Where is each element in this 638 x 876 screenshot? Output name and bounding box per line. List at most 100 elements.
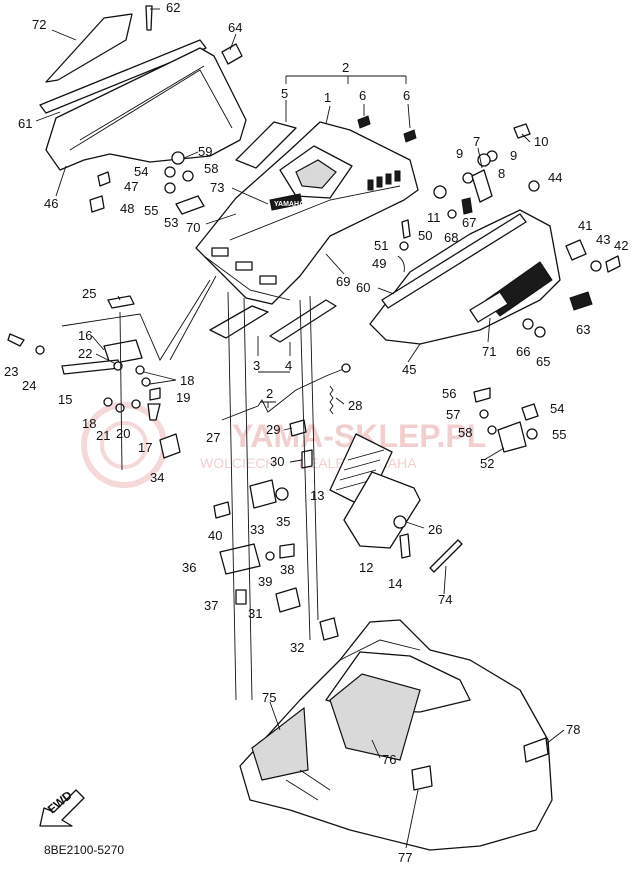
washer-43 xyxy=(590,260,602,272)
panel-25 xyxy=(107,295,135,309)
callout-49: 49 xyxy=(372,256,386,271)
callout-19: 19 xyxy=(176,390,190,405)
callout-54: 54 xyxy=(550,401,564,416)
link-49 xyxy=(397,255,405,273)
seal-74 xyxy=(429,539,463,573)
leader-3-4 xyxy=(257,336,291,373)
callout-59: 59 xyxy=(198,144,212,159)
nut-11 xyxy=(433,185,447,199)
callout-55: 55 xyxy=(144,203,158,218)
screw-50 xyxy=(401,219,411,239)
callout-46: 46 xyxy=(44,196,58,211)
nose-vent xyxy=(259,275,277,285)
nut-65 xyxy=(534,326,546,338)
callout-52: 52 xyxy=(480,456,494,471)
callout-72: 72 xyxy=(32,17,46,32)
bolt-48 xyxy=(89,195,105,213)
washer-20 xyxy=(131,399,141,409)
callout-43: 43 xyxy=(596,232,610,247)
bolt-40 xyxy=(213,501,231,519)
washer-68 xyxy=(447,209,457,219)
rear-cowl-assembly xyxy=(239,619,553,851)
washer-55a xyxy=(164,182,176,194)
upper-cowl-1 xyxy=(195,121,419,305)
callout-58: 58 xyxy=(458,425,472,440)
bracket-36 xyxy=(219,543,261,575)
callout-9: 9 xyxy=(510,148,517,163)
callout-35: 35 xyxy=(276,514,290,529)
bracket-34 xyxy=(159,433,181,459)
bracket-52 xyxy=(497,421,527,453)
screw-67 xyxy=(461,197,473,215)
bracket-31 xyxy=(275,587,301,613)
duct-12 xyxy=(343,471,421,549)
clip-6b xyxy=(403,129,417,143)
cowl-nose-vents xyxy=(211,247,277,285)
washer-57 xyxy=(479,409,489,419)
callout-70: 70 xyxy=(186,220,200,235)
leader-1 xyxy=(325,105,331,125)
leader-60 xyxy=(377,287,395,295)
callout-42: 42 xyxy=(614,238,628,253)
callout-33: 33 xyxy=(250,522,264,537)
callout-25: 25 xyxy=(82,286,96,301)
callout-2: 2 xyxy=(342,60,349,75)
leader-25 xyxy=(117,295,121,301)
left-hardware-assembly xyxy=(7,333,181,459)
panel-4 xyxy=(269,299,337,343)
badge-77 xyxy=(411,765,433,791)
callout-8: 8 xyxy=(498,166,505,181)
nose-vent xyxy=(211,247,229,257)
windshield-frame-46 xyxy=(45,47,247,171)
callout-45: 45 xyxy=(402,362,416,377)
callout-28: 28 xyxy=(348,398,362,413)
panel-75 xyxy=(251,706,309,781)
bolt-23 xyxy=(7,333,25,347)
callout-61: 61 xyxy=(18,116,32,131)
windshield-assembly xyxy=(39,5,247,171)
nut-54b xyxy=(521,403,539,421)
callouts: 1 2 2 3 4 5 6 6 7 8 9 9 10 11 12 13 14 1… xyxy=(4,0,628,865)
callout-67: 67 xyxy=(462,215,476,230)
leader-16 xyxy=(91,335,105,351)
callout-5: 5 xyxy=(281,86,288,101)
callout-69: 69 xyxy=(336,274,350,289)
leader-74 xyxy=(443,565,447,595)
leader-28 xyxy=(335,397,345,405)
callout-17: 17 xyxy=(138,440,152,455)
windshield-72 xyxy=(45,13,133,83)
small-panels xyxy=(107,295,337,343)
callout-47: 47 xyxy=(124,179,138,194)
callout-40: 40 xyxy=(208,528,222,543)
callout-24: 24 xyxy=(22,378,36,393)
washer-55b xyxy=(526,428,538,440)
leader-75 xyxy=(269,701,281,731)
leader-70 xyxy=(205,213,237,225)
clip-47 xyxy=(97,171,111,187)
windshield-frame-inner-line xyxy=(69,65,233,151)
leader-77 xyxy=(405,789,419,849)
callout-51: 51 xyxy=(374,238,388,253)
callout-74: 74 xyxy=(438,592,452,607)
decal-73-text: YAMAHA xyxy=(274,201,304,208)
screw-14 xyxy=(399,533,411,559)
callout-3: 3 xyxy=(253,358,260,373)
panel-5 xyxy=(235,121,297,169)
bracket-53 xyxy=(175,195,205,215)
cable-27 xyxy=(221,367,347,421)
callout-18: 18 xyxy=(180,373,194,388)
badge-78 xyxy=(523,737,549,763)
fwd-arrow: FWD xyxy=(39,788,85,827)
callout-63: 63 xyxy=(576,322,590,337)
callout-64: 64 xyxy=(228,20,242,35)
callout-4: 4 xyxy=(285,358,292,373)
callout-62: 62 xyxy=(166,0,180,15)
assembly-guide-lines xyxy=(169,275,319,701)
washer-18c xyxy=(103,397,113,407)
callout-73: 73 xyxy=(210,180,224,195)
decal-73 xyxy=(269,193,303,211)
leader-lines xyxy=(35,8,565,849)
panel-76 xyxy=(329,673,421,761)
bracket-41 xyxy=(565,239,587,261)
cowl-vent xyxy=(385,173,392,185)
